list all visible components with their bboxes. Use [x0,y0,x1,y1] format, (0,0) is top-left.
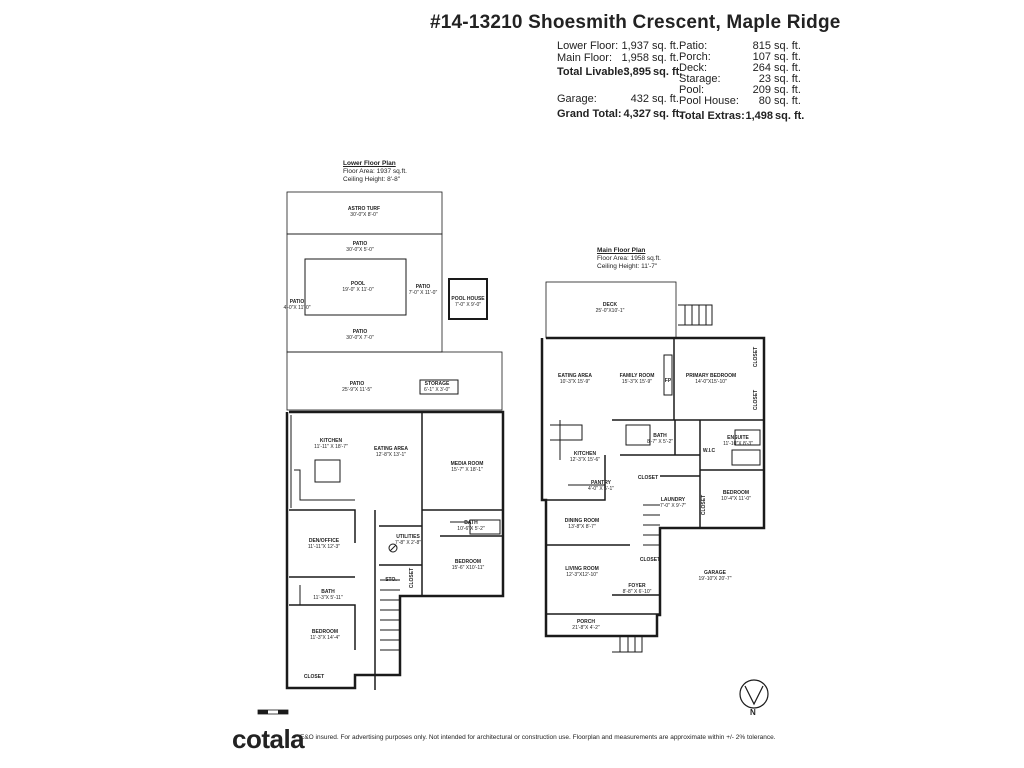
closet-label: CLOSET [409,567,415,589]
summary-unit: sq. ft. [652,52,679,64]
summary-value: 432 [630,93,649,105]
summary-label: Deck: [679,62,708,74]
brand-logo: cotala [232,724,305,754]
summary-unit: sq. ft. [775,110,805,122]
lower-plan-heading: Lower Floor Plan [343,160,396,167]
summary-label: Porch: [679,51,711,63]
closet-label: CLOSET [639,557,661,563]
main-plan-caption: Main Floor Plan Floor Area: 1958 sq.ft. … [597,247,661,271]
summary-label: Grand Total: [557,108,622,120]
summary-unit: sq. ft. [774,95,801,107]
summary-unit: sq. ft. [774,62,801,74]
summary-label: Main Floor: [557,52,613,64]
summary-unit: sq. ft. [653,108,683,120]
main-plan-area: Floor Area: 1958 sq.ft. [597,255,661,262]
main-plan-ceiling: Ceiling Height: 11'-7" [597,263,658,270]
main-floor-interior [540,336,766,653]
summary-unit: sq. ft. [774,40,801,52]
listing-title: #14-13210 Shoesmith Crescent, Maple Ridg… [430,12,841,33]
closet-label: CLOSET [753,389,759,411]
closet-label: CLOSET [303,674,325,680]
summary-unit: sq. ft. [653,66,683,78]
summary-unit: sq. ft. [774,51,801,63]
summary-value: 23 [758,73,771,85]
lower-plan-ceiling: Ceiling Height: 8'-8" [343,176,401,183]
north-label: N [750,708,756,717]
lower-floor-interior [285,410,505,690]
summary-label: Starage: [679,73,721,85]
compass-rose [739,679,769,709]
storage-label: STO. [385,577,397,583]
summary-value: 1,937 [621,40,649,52]
main-plan-heading: Main Floor Plan [597,247,646,254]
summary-value: 1,498 [745,110,773,122]
summary-unit: sq. ft. [652,40,679,52]
lower-plan-area: Floor Area: 1937 sq.ft. [343,168,407,175]
closet-label: CLOSET [701,494,707,516]
scale-bar [257,709,289,715]
summary-value: 107 [752,51,771,63]
summary-label: Patio: [679,40,708,52]
summary-value: 209 [752,84,771,96]
closet-label: CLOSET [753,346,759,368]
summary-value: 815 [752,40,771,52]
summary-label: Garage: [557,93,597,105]
summary-value: 3,895 [623,66,651,78]
summary-label: Total Extras: [679,110,745,122]
summary-label: Pool House: [679,95,739,107]
lower-plan-caption: Lower Floor Plan Floor Area: 1937 sq.ft.… [343,160,407,184]
summary-label: Pool: [679,84,705,96]
disclaimer-text: E&O insured. For advertising purposes on… [300,734,776,741]
summary-value: 1,958 [621,52,649,64]
lower-floor-outdoor [286,191,503,411]
summary-unit: sq. ft. [652,93,679,105]
summary-value: 264 [752,62,771,74]
fireplace-label: FP [664,378,672,384]
closet-label: CLOSET [637,475,659,481]
summary-value: 80 [758,95,771,107]
summary-value: 4,327 [623,108,651,120]
summary-unit: sq. ft. [774,84,801,96]
summary-label: Lower Floor: [557,40,619,52]
summary-unit: sq. ft. [774,73,801,85]
walk-in-closet-label: W.I.C [702,448,716,454]
summary-label: Total Livable: [557,66,628,78]
main-floor-deck [545,281,713,339]
